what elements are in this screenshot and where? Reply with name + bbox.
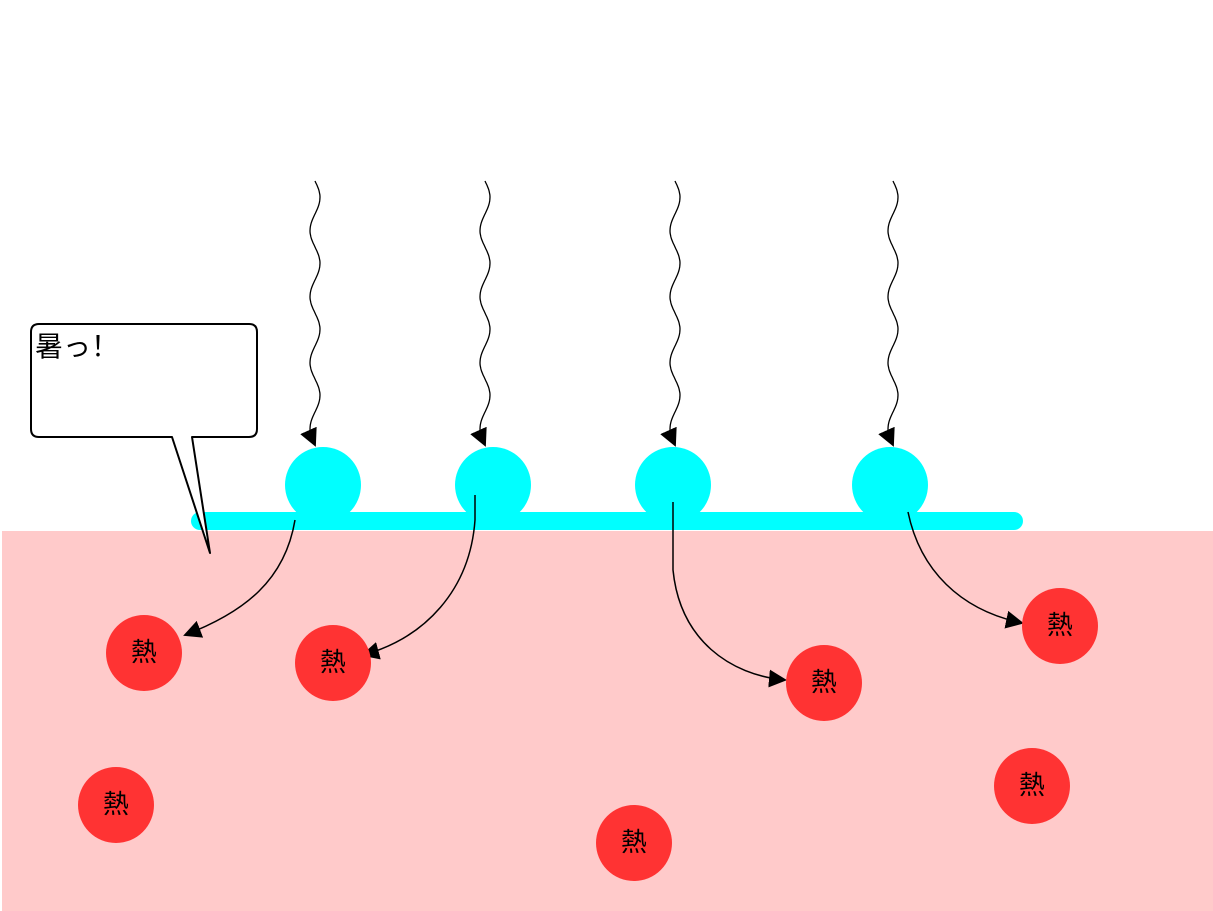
sweat-droplet [455, 447, 531, 523]
heat-label: 熱 [811, 668, 837, 698]
heat-label: 熱 [1047, 611, 1073, 641]
heat-arrow [672, 502, 787, 688]
heat-label: 熱 [320, 648, 346, 678]
sweat-droplet [852, 447, 928, 523]
speech-bubble-text: 暑っ！ [35, 330, 119, 363]
heat-arrow [361, 495, 476, 660]
radiation-wave-arrow [300, 180, 321, 447]
radiation-arrows [300, 180, 899, 447]
sweat-droplet [635, 447, 711, 523]
sweat-droplet [285, 447, 361, 523]
sweat-layer [191, 447, 1023, 530]
radiation-wave-arrow [470, 180, 491, 447]
heat-label: 熱 [131, 638, 157, 668]
heat-arrow [183, 519, 296, 638]
heat-label: 熱 [1019, 771, 1045, 801]
heat-particle: 熱 [994, 748, 1070, 824]
sweat-film [191, 512, 1023, 530]
heat-transfer-arrows [183, 495, 1024, 688]
heat-arrow [907, 511, 1024, 629]
radiation-wave-arrow [878, 180, 899, 447]
heat-label: 熱 [103, 790, 129, 820]
heat-particle: 熱 [1022, 588, 1098, 664]
heat-label: 熱 [621, 828, 647, 858]
heat-particle: 熱 [78, 767, 154, 843]
speech-bubble: 暑っ！ [30, 323, 258, 554]
radiation-wave-arrow [660, 180, 681, 447]
heat-particles: 熱 熱 熱 熱 熱 熱 熱 [78, 588, 1098, 881]
heat-particle: 熱 [596, 805, 672, 881]
heat-particle: 熱 [295, 625, 371, 701]
heat-particle: 熱 [786, 645, 862, 721]
heat-particle: 熱 [106, 615, 182, 691]
